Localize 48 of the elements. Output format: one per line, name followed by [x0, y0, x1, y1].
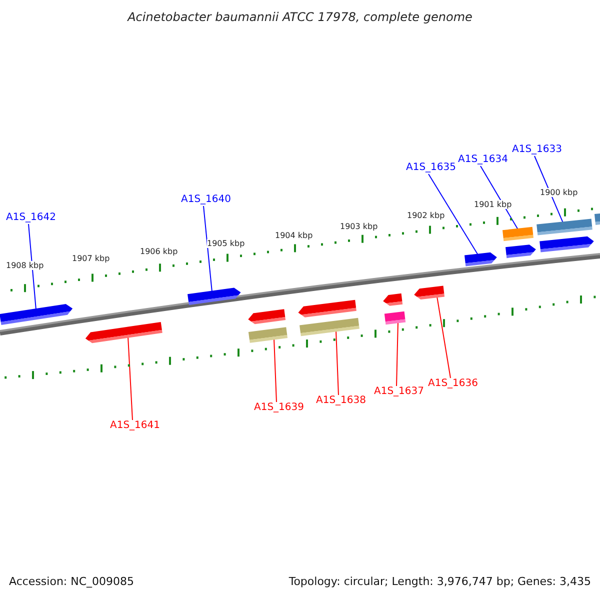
gene-bar: [540, 236, 594, 252]
leader-line: [203, 206, 212, 292]
gene-label: A1S_1636: [428, 378, 478, 390]
gene-block: [502, 226, 534, 242]
scale-label: 1907 kbp: [72, 254, 110, 263]
gene-bar: [85, 322, 162, 344]
gene-block: [384, 311, 406, 325]
gene-bar: [506, 244, 536, 258]
footer-text: Accession: NC_009085: [9, 575, 134, 588]
leader-line: [436, 296, 451, 378]
gene-block: [536, 218, 592, 236]
leader-line: [428, 174, 478, 256]
gene-bar: [188, 288, 241, 306]
scale-label: 1906 kbp: [140, 247, 178, 256]
leader-line: [336, 330, 339, 396]
leader-line: [396, 322, 398, 386]
leader-line: [274, 338, 277, 402]
gene-block: [248, 327, 288, 343]
gene-bar: [464, 252, 497, 266]
gene-bar: [0, 304, 73, 325]
scale-label: 1908 kbp: [6, 261, 44, 270]
scale-label: 1905 kbp: [207, 239, 245, 248]
leader-line: [480, 166, 518, 230]
gene-block: [594, 213, 600, 225]
gene-bar: [414, 286, 445, 300]
leader-line: [534, 156, 564, 224]
leader-line: [128, 336, 133, 420]
gene-label: A1S_1634: [458, 154, 508, 166]
gene-bar: [248, 309, 286, 324]
diagram-title: Acinetobacter baumannii ATCC 17978, complete genome: [126, 10, 474, 24]
gene-label: A1S_1635: [406, 162, 456, 174]
gene-label: A1S_1633: [512, 144, 562, 156]
scale-label: 1900 kbp: [540, 188, 578, 197]
gene-label: A1S_1642: [6, 212, 56, 224]
gene-block: [300, 318, 360, 336]
gene-label: A1S_1641: [110, 420, 160, 432]
gene-label: A1S_1638: [316, 395, 366, 407]
scale-label: 1901 kbp: [474, 200, 512, 209]
scale-label: 1903 kbp: [340, 222, 378, 231]
leader-line: [28, 224, 36, 310]
footer-text: Topology: circular; Length: 3,976,747 bp; Genes: 3,435: [288, 575, 591, 588]
scale-label: 1904 kbp: [275, 231, 313, 240]
gene-label: A1S_1637: [374, 386, 424, 398]
gene-bar: [298, 300, 356, 318]
gene-label: A1S_1640: [181, 194, 231, 206]
scale-label: 1902 kbp: [407, 211, 445, 220]
gene-bar: [383, 293, 403, 306]
gene-label: A1S_1639: [254, 402, 304, 414]
